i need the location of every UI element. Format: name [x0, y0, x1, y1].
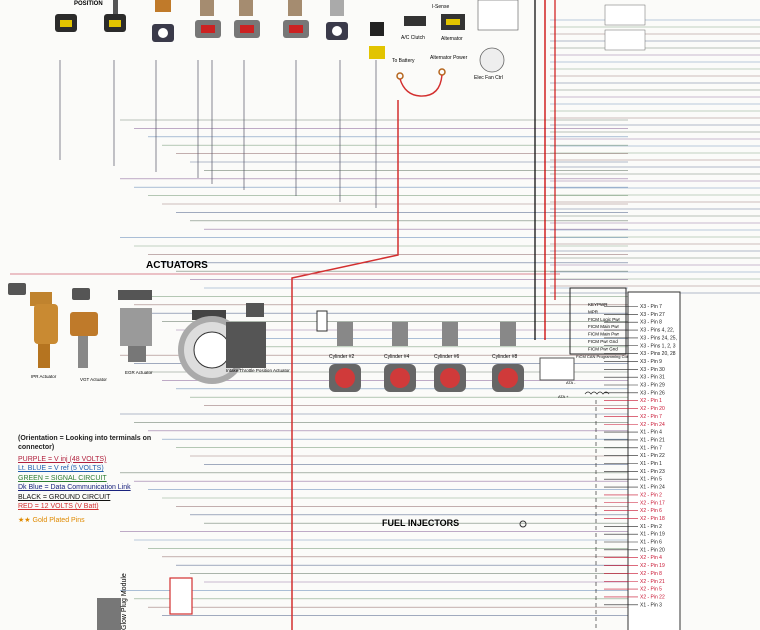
wire-bundle: [10, 0, 760, 630]
gold-note-label: Gold Plated Pins: [32, 516, 85, 524]
legend: (Orientation = Looking into terminals on…: [18, 434, 178, 525]
pin-label: X2 - Pin 2: [640, 492, 662, 498]
legend-item: Dk Blue = Data Communication Link: [18, 484, 131, 492]
pin-label: X1 - Pin 21: [640, 437, 665, 443]
to-battery-label: To Battery: [392, 58, 415, 64]
alternator-power-label: Alternator Power: [430, 55, 468, 61]
pin-label: X3 - Pins 4, 22,: [640, 328, 674, 334]
pin-label: X1 - Pin 4: [640, 430, 662, 436]
pin-label: X3 - Pin 30: [640, 367, 665, 373]
ficm-label: MPR: [588, 309, 599, 314]
injector-4: Cylinder #8: [492, 322, 524, 392]
actuators-group: ACTUATORS IPR Actuator VGT Actuator EGR …: [8, 260, 290, 384]
legend-heading: (Orientation = Looking into terminals on…: [18, 435, 152, 452]
pin-label: X1 - Pin 5: [640, 477, 662, 483]
pin-label: X2 - Pin 20: [640, 406, 665, 412]
ficm-label: FICM Pwr Gnd: [588, 346, 618, 351]
i-sense-label: I-Sense: [432, 4, 449, 10]
star-icon: ★★: [18, 516, 31, 524]
legend-item: Lt. BLUE = V ref (5 VOLTS): [18, 465, 104, 473]
pin-label: X1 - Pin 1: [640, 461, 662, 467]
pin-label: X2 - Pin 5: [640, 587, 662, 593]
cylinder-label: Cylinder #2: [329, 354, 355, 360]
alternator-label: Alternator: [441, 36, 463, 42]
pin-label: X1 - Pin 23: [640, 469, 665, 475]
cylinder-label: Cylinder #8: [492, 354, 518, 360]
pin-label: X3 - Pin 26: [640, 390, 665, 396]
pin-label: X3 - Pins 20, 28: [640, 351, 676, 357]
pin-label: X1 - Pin 24: [640, 485, 665, 491]
legend-item: PURPLE = V inj (48 VOLTS): [18, 455, 107, 463]
pin-label: X3 - Pins 1, 2, 3: [640, 343, 676, 349]
pin-label: X3 - Pin 27: [640, 312, 665, 318]
legend-gold: ★★ Gold Plated Pins: [18, 516, 178, 525]
glow-plug-label: Glow Plug Module: [121, 573, 128, 630]
pin-label: X2 - Pin 21: [640, 579, 665, 585]
pin-label: X3 - Pins 24, 25,: [640, 335, 677, 341]
injectors-group: Cylinder #2 Cylinder #4 Cylinder #6 Cylinde…: [316, 310, 527, 528]
pin-label: X1 - Pin 20: [640, 547, 665, 553]
injector-2: Cylinder #4: [384, 322, 416, 392]
pin-label: X2 - Pin 8: [640, 571, 662, 577]
pin-column: X3 - Pin 7 X3 - Pin 27 X3 - Pin 8 X3 - Pins…: [604, 291, 681, 630]
top-sensors: POSITION A/C Clutch I-Sense Alternator: [55, 0, 646, 97]
ata-minus-label: ATA -: [566, 380, 576, 385]
injector-3: Cylinder #6: [434, 322, 466, 392]
injector-1: Cylinder #2: [329, 322, 361, 392]
pin-label: X2 - Pin 19: [640, 563, 665, 569]
actuators-heading: ACTUATORS: [146, 260, 208, 271]
pin-label: X1 - Pin 19: [640, 532, 665, 538]
pin-label: X1 - Pin 7: [640, 445, 662, 451]
ata-plus-label: ATA +: [558, 394, 569, 399]
pin-label: X3 - Pin 31: [640, 375, 665, 381]
ficm-label: FICM Main Pwr: [588, 332, 620, 337]
ficm-label: KEYPWR: [588, 302, 608, 307]
cylinder-label: Cylinder #6: [434, 354, 460, 360]
ac-clutch-label: A/C Clutch: [401, 35, 425, 41]
ficm-label: FICM Logic Pwr: [588, 317, 621, 322]
actuator-label-egr: EGR Actuator: [125, 370, 153, 375]
pin-label: X1 - Pin 2: [640, 524, 662, 530]
pin-label: X2 - Pin 24: [640, 422, 665, 428]
cylinder-label: Cylinder #4: [384, 354, 410, 360]
glow-plug-module: Glow Plug Module: [97, 573, 193, 630]
pin-label: X2 - Pin 4: [640, 555, 662, 561]
pin-label: X1 - Pin 3: [640, 602, 662, 608]
ficm-label: FICM Pwr Gnd: [588, 339, 618, 344]
actuator-label-vgt: VGT Actuator: [80, 377, 107, 382]
pin-label: X2 - Pin 22: [640, 594, 665, 600]
actuator-label-ipr: IPR Actuator: [31, 374, 57, 379]
legend-item: GREEN = SIGNAL CIRCUIT: [18, 474, 107, 482]
position-label: POSITION: [74, 1, 103, 7]
pin-label: X2 - Pin 7: [640, 414, 662, 420]
ficm-prog-label: FICM CAN Programming Connector: [576, 354, 641, 359]
pin-label: X2 - Pin 18: [640, 516, 665, 522]
pin-label: X2 - Pin 1: [640, 398, 662, 404]
pin-label: X2 - Pin 6: [640, 508, 662, 514]
elec-fan-label: Elec Fan Ctrl: [474, 75, 503, 81]
pin-label: X1 - Pin 6: [640, 540, 662, 546]
legend-item: BLACK = GROUND CIRCUIT: [18, 493, 111, 501]
pin-label: X3 - Pin 7: [640, 304, 662, 310]
fuel-injectors-heading: FUEL INJECTORS: [382, 518, 459, 528]
actuator-label-itp: Intake Throttle Position Actuator: [226, 368, 290, 373]
pin-label: X3 - Pin 8: [640, 320, 662, 326]
ficm-label: FICM Main Pwr: [588, 324, 620, 329]
pin-label: X2 - Pin 17: [640, 500, 665, 506]
pin-label: X3 - Pin 29: [640, 383, 665, 389]
pin-label: X1 - Pin 22: [640, 453, 665, 459]
pin-label: X3 - Pin 9: [640, 359, 662, 365]
legend-item: RED = 12 VOLTS (V Batt): [18, 503, 99, 511]
